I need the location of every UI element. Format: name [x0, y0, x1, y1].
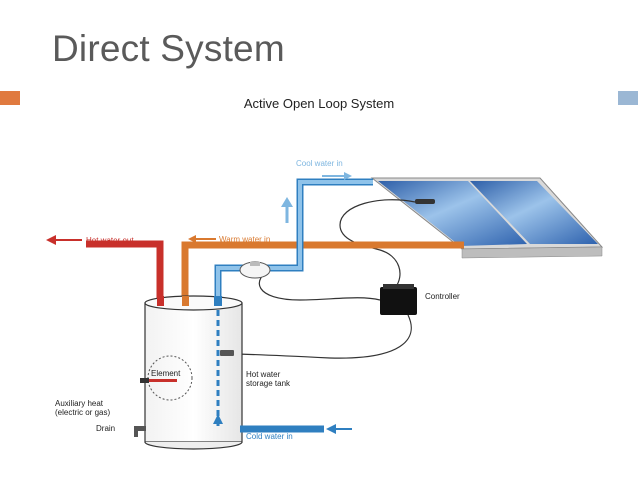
upflow-arrow — [281, 197, 293, 223]
slide-title: Direct System — [52, 28, 285, 69]
hot-water-pipe — [46, 235, 164, 306]
controller-wiring — [231, 199, 416, 359]
cold-water-dip-tube — [213, 310, 223, 430]
warm-water-in-label: Warm water in — [219, 235, 270, 244]
drain-valve — [134, 426, 146, 437]
auxiliary-heat-label-line2: (electric or gas) — [55, 408, 110, 417]
storage-tank — [144, 295, 243, 450]
tank-sensor — [220, 350, 234, 356]
storage-tank-label-line2: storage tank — [246, 379, 291, 388]
cool-water-arrow — [322, 172, 352, 180]
diagram-title: Active Open Loop System — [243, 96, 395, 111]
element-label: Element — [151, 369, 181, 378]
accent-bar-left — [0, 91, 20, 105]
hot-water-out-label: Hot water out — [86, 236, 134, 245]
heating-element — [140, 355, 193, 401]
accent-bar-right — [618, 91, 638, 105]
drain-label: Drain — [96, 424, 115, 433]
auxiliary-heat-label-line1: Auxiliary heat — [55, 399, 104, 408]
cold-water-inlet-pipe — [240, 424, 352, 434]
pump — [239, 261, 271, 279]
storage-tank-label-line1: Hot water — [246, 370, 281, 379]
cold-water-in-label: Cold water in — [246, 432, 293, 441]
warm-water-arrow — [188, 235, 216, 243]
solar-collector-panel — [370, 177, 604, 259]
controller-label: Controller — [425, 292, 460, 301]
cool-water-in-label: Cool water in — [296, 159, 343, 168]
cool-water-pipe — [214, 178, 373, 306]
controller-box — [380, 284, 417, 315]
panel-sensor — [415, 199, 435, 204]
